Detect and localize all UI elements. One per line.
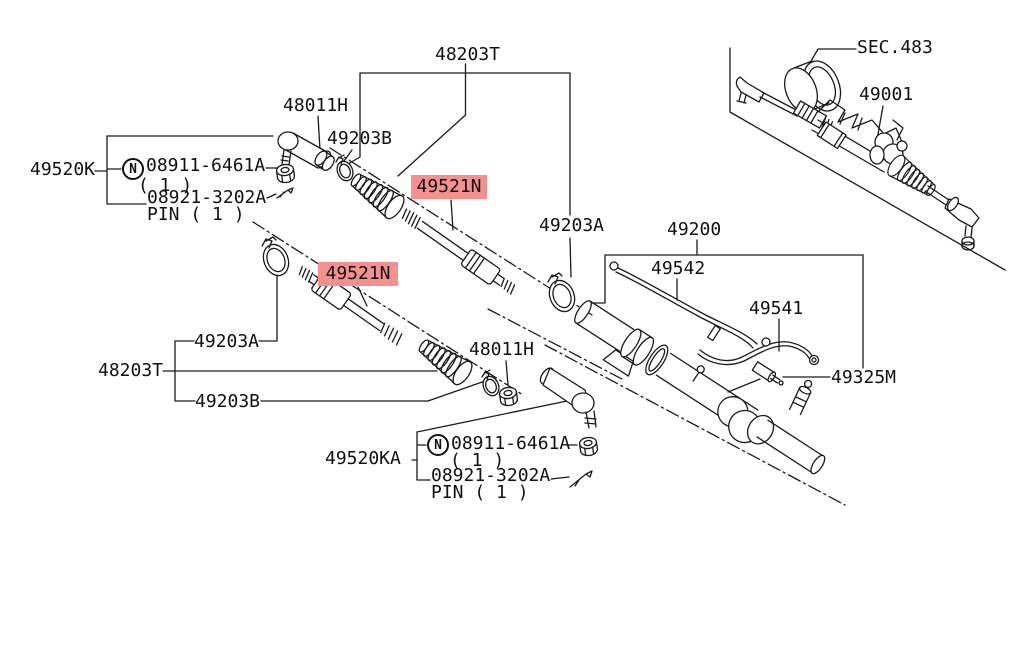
- label-49520ka[interactable]: 49520KA: [325, 448, 401, 469]
- sensor-49325m: [751, 361, 784, 386]
- label-qty-top: ( 1 ): [138, 175, 193, 196]
- label-qty-bottom: ( 1 ): [450, 450, 505, 471]
- lock-nut-upper: [314, 150, 335, 171]
- label-49203a-top[interactable]: 49203A: [539, 215, 605, 236]
- callout-lines: [94, 47, 1006, 481]
- boot-clamp-large-upper: [544, 272, 580, 316]
- label-08911-top[interactable]: 08911-6461A: [146, 155, 266, 176]
- nissan-n-icon-bottom: N: [427, 434, 449, 456]
- inner-socket-upper: [401, 208, 516, 295]
- label-49325m[interactable]: 49325M: [831, 367, 897, 388]
- boot-clamp-large-lower: [258, 236, 294, 280]
- center-lines: [252, 147, 846, 506]
- lock-nut-lower: [498, 385, 519, 408]
- label-08921-top[interactable]: 08921-3202A: [147, 187, 267, 208]
- label-48011h-top[interactable]: 48011H: [283, 95, 349, 116]
- label-49542[interactable]: 49542: [651, 258, 706, 279]
- label-sec483[interactable]: SEC.483: [857, 37, 933, 58]
- outer-tie-rod-end-lower: [539, 367, 599, 488]
- label-49200[interactable]: 49200: [667, 219, 722, 240]
- label-48011h-bottom[interactable]: 48011H: [469, 339, 535, 360]
- label-49203a-bottom[interactable]: 49203A: [194, 331, 260, 352]
- steering-gear-assembly: [574, 261, 826, 475]
- label-08911-bottom[interactable]: 08911-6461A: [451, 433, 571, 454]
- upper-tie-rod-row: [275, 131, 580, 316]
- boot-lower: [413, 332, 477, 389]
- pressure-pipe-49542: [609, 261, 758, 349]
- label-49520k[interactable]: 49520K: [30, 159, 96, 180]
- label-08921-bottom[interactable]: 08921-3202A: [431, 465, 551, 486]
- label-49203b-top[interactable]: 49203B: [327, 128, 393, 149]
- label-48203t-top[interactable]: 48203T: [435, 44, 501, 65]
- tie-rod-end-left: [735, 76, 765, 104]
- pressure-pipe-49541: [697, 337, 820, 366]
- cotter-pin-lower: [569, 470, 593, 488]
- label-pin-top: PIN ( 1 ): [147, 204, 245, 225]
- sec483-ring: [783, 60, 842, 113]
- label-48203t-bottom[interactable]: 48203T: [98, 360, 164, 381]
- label-49521n-top-highlighted[interactable]: 49521N: [411, 175, 487, 199]
- label-49521n-bottom-highlighted[interactable]: 49521N: [318, 262, 398, 286]
- pinion-input-shaft: [788, 379, 813, 416]
- cotter-pin-upper: [276, 187, 294, 199]
- assembly-pipes: [817, 99, 903, 143]
- nissan-n-icon-top: N: [122, 158, 144, 180]
- complete-assembly-49001: [735, 60, 980, 251]
- label-pin-bottom: PIN ( 1 ): [431, 482, 529, 503]
- tie-rod-end-right: [944, 196, 980, 251]
- label-49001[interactable]: 49001: [859, 84, 914, 105]
- label-49203b-bottom[interactable]: 49203B: [195, 391, 261, 412]
- label-49541[interactable]: 49541: [749, 298, 804, 319]
